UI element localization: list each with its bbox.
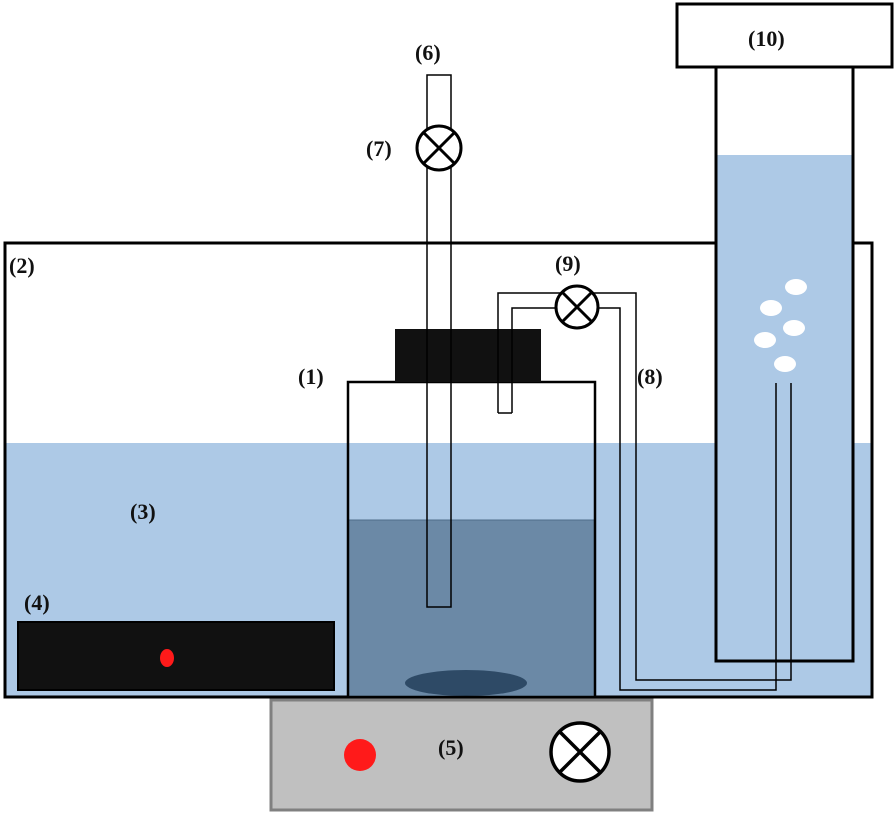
label-water: (3) [130, 499, 156, 524]
bubble [783, 320, 805, 336]
label-gas-tube: (8) [637, 364, 663, 389]
stirrer-indicator-icon [344, 739, 376, 771]
stir-bar [405, 670, 527, 696]
cylinder-water [716, 155, 853, 661]
label-inlet-valve: (7) [366, 136, 392, 161]
bottle-upper-water [348, 443, 595, 521]
label-water-bath: (2) [9, 253, 35, 278]
heater-indicator-icon [160, 649, 174, 667]
bubble [760, 300, 782, 316]
label-heater: (4) [24, 590, 50, 615]
stirrer-knob-icon [549, 721, 611, 783]
bubble [774, 356, 796, 372]
gas-valve-icon [554, 284, 600, 330]
cylinder-cap [675, 2, 894, 69]
bubble [754, 332, 776, 348]
inlet-tube [426, 74, 452, 608]
label-cylinder-cap: (10) [748, 26, 785, 51]
label-stirrer: (5) [438, 735, 464, 760]
inlet-valve-icon [415, 124, 463, 172]
label-gas-valve: (9) [555, 251, 581, 276]
gas-bubbles [754, 279, 807, 372]
bottle-air-space [348, 382, 595, 443]
cylinder-headspace [716, 67, 853, 155]
label-bottle: (1) [298, 364, 324, 389]
bottle-cap [395, 329, 541, 382]
bottle-sludge [348, 520, 595, 697]
bubble [785, 279, 807, 295]
heater-body [17, 621, 335, 691]
label-inlet-tube: (6) [415, 40, 441, 65]
